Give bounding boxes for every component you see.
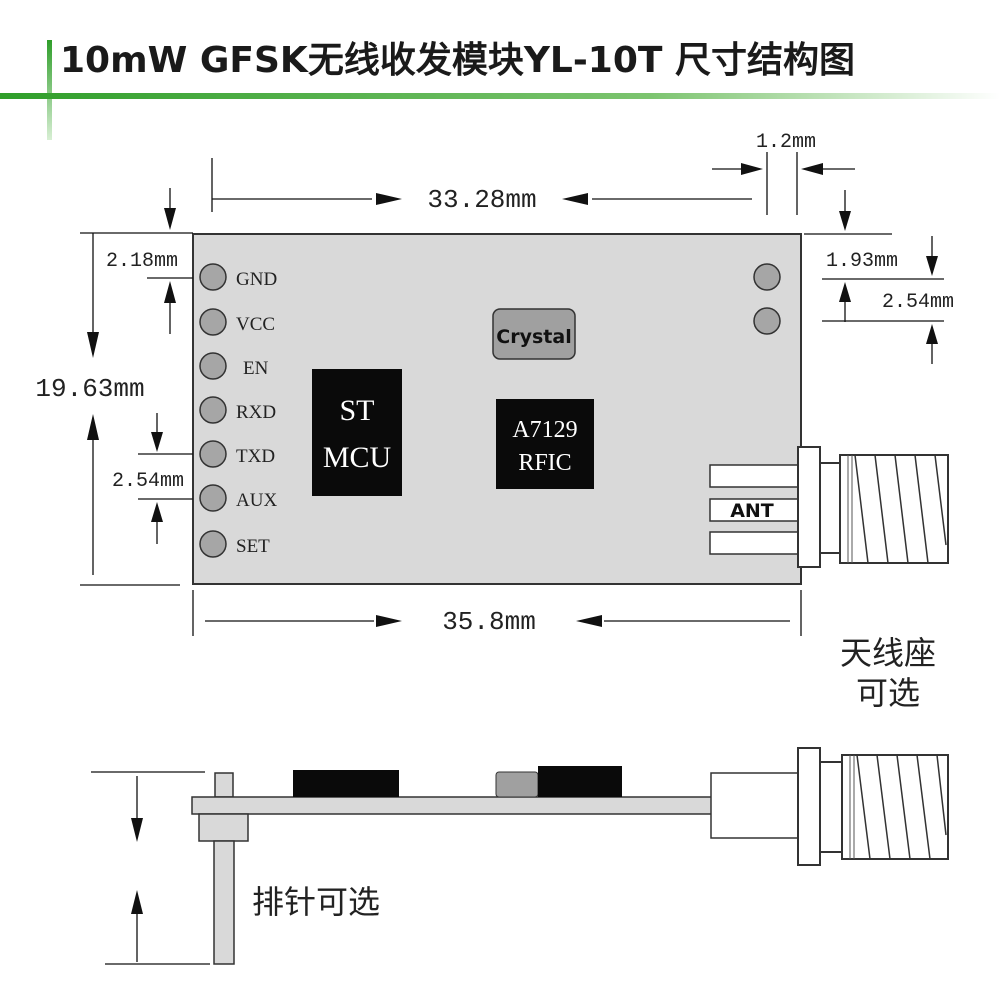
pin-label-txd: TXD [236,446,275,467]
pin-gnd-pad [199,263,227,291]
pin-txd-pad [199,440,227,468]
rfic-chip [496,399,594,489]
pin-vcc-pad [199,308,227,336]
rfic-label-line1: A7129 [512,417,577,443]
rfic-label-line2: RFIC [518,450,571,476]
side-board [191,796,799,815]
side-pin-top [214,772,234,798]
side-pin-spacer [198,813,249,842]
dim-pin-pitch-left-label: 2.54mm [112,470,184,493]
title-accent-horizontal [0,93,1000,99]
note-pin-header: 排针可选 [252,883,380,921]
title-accent-vertical [47,40,52,140]
pin-aux-pad [199,484,227,512]
pin-row: GND VCC EN RXD TXD AUX SET [199,263,277,558]
pin-label-gnd: GND [236,269,277,290]
dim-top-width-label: 33.28mm [427,185,536,215]
dim-pin-pitch-left: 2.54mm [112,413,193,544]
antenna-connector-top [797,446,949,568]
pin-label-vcc: VCC [236,314,275,335]
dim-side-height [91,771,210,965]
side-pin-bottom [213,840,235,965]
mcu-label-line2: MCU [323,441,392,474]
ant-label: ANT [730,500,774,522]
note-antenna-seat-line2: 可选 [856,674,920,712]
pin-set-pad [199,530,227,558]
side-rfic-chip [538,766,622,797]
pin-label-aux: AUX [236,490,277,511]
dim-top-pin-offset: 2.18mm [80,188,193,334]
dim-right-offset-label: 1.93mm [826,250,898,273]
dim-antenna-gap: 1.2mm [712,131,855,215]
side-crystal [495,771,539,798]
pin-rxd-pad [199,396,227,424]
dim-top-pin-offset-label: 2.18mm [106,250,178,273]
ant-pad-bottom [709,531,801,555]
dim-antenna-gap-label: 1.2mm [756,131,816,154]
pin-label-set: SET [236,536,270,557]
dim-right-pitch: 2.54mm [822,236,954,364]
dim-bottom-width-label: 35.8mm [442,607,536,637]
dim-right-pitch-label: 2.54mm [882,291,954,314]
page-title: 10mW GFSK无线收发模块YL-10T 尺寸结构图 [60,40,855,81]
mcu-chip [312,369,402,496]
dim-right-offset: 1.93mm [804,190,944,322]
side-ant-base [710,772,799,839]
note-antenna-seat-line1: 天线座 [840,634,936,672]
crystal-label: Crystal [496,326,571,348]
pin-label-en: EN [243,358,269,379]
side-antenna-connector [797,747,949,866]
right-pad-bottom [753,307,781,335]
dim-top-width: 33.28mm [211,158,752,215]
mcu-label-line1: ST [339,394,374,427]
dim-height: 19.63mm [35,233,180,586]
ant-pad-top [709,464,801,488]
dim-bottom-width: 35.8mm [192,590,802,637]
side-mcu-chip [293,770,399,797]
dim-height-label: 19.63mm [35,374,144,404]
pin-en-pad [199,352,227,380]
pin-label-rxd: RXD [236,402,276,423]
right-pad-top [753,263,781,291]
side-view [191,747,949,965]
crystal-component [492,308,576,360]
